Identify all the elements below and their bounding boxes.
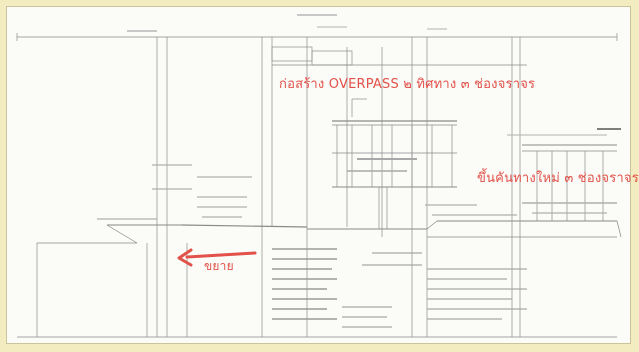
drawing-sheet: ก่อสร้าง OVERPASS ๒ ทิศทาง ๓ ช่องจราจร ข… <box>6 6 639 344</box>
engineering-cross-section-drawing <box>16 14 622 338</box>
arrow-left-icon <box>177 248 257 267</box>
drawing-linework <box>16 14 622 338</box>
new-embankment-annotation: ขึ้นคันทางใหม่ ๓ ช่องจราจร <box>477 171 639 186</box>
overpass-annotation: ก่อสร้าง OVERPASS ๒ ทิศทาง ๓ ช่องจราจร <box>279 77 536 92</box>
widen-annotation: ขยาย <box>204 259 234 273</box>
